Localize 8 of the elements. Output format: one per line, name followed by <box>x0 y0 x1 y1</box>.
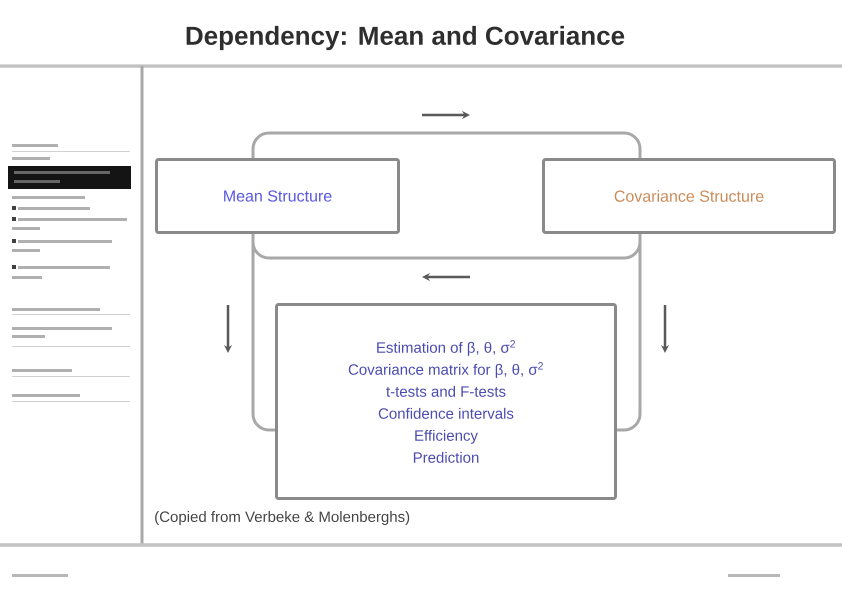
caption: (Copied from Verbeke & Molenberghs) <box>155 511 410 525</box>
connector-line <box>252 234 275 432</box>
connector-line <box>252 132 642 158</box>
list-box: Estimation of β, θ, σ$^{2}$ Covariance matrix for β, θ, σ$^{2}$ t-tests and F-tests Confidence intervals Efficiency Prediction <box>275 303 617 500</box>
connector-line <box>617 234 642 432</box>
title: Dependency: Mean and Covariance <box>186 26 624 50</box>
process-box: Mean Structure <box>155 158 400 234</box>
process-box: Covariance Structure <box>542 158 836 234</box>
